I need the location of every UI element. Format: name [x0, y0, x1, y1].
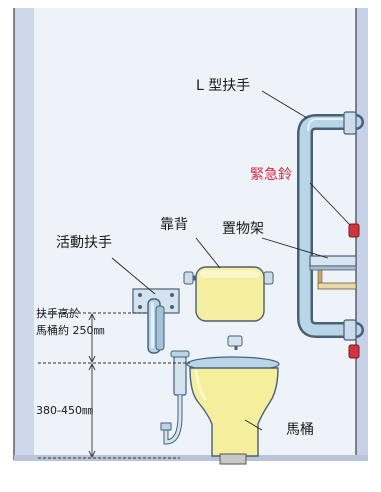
handrail-height-label-line1: 扶手高於	[36, 307, 80, 320]
flush-valve	[160, 335, 243, 445]
l-handrail-label: L 型扶手	[196, 78, 251, 94]
leader-lines	[111, 90, 351, 431]
toilet-label: 馬桶	[286, 422, 314, 438]
emergency-bell-icon	[348, 223, 360, 359]
l-handrail-icon	[297, 111, 364, 341]
left-wall	[14, 8, 34, 458]
emergency-bell-label: 緊急鈴	[250, 167, 292, 183]
floor	[14, 455, 368, 461]
movable-handrail-icon	[132, 288, 180, 354]
movable-handrail-label: 活動扶手	[56, 235, 112, 251]
seat-height-label: 380-450㎜	[36, 404, 93, 417]
dimension-lines	[38, 312, 190, 459]
shelf-label: 置物架	[222, 221, 264, 237]
backrest-label: 靠背	[160, 217, 188, 233]
shelf-icon	[309, 255, 357, 290]
handrail-height-label-line2: 馬桶約 250㎜	[36, 324, 105, 337]
backrest-icon	[183, 266, 274, 322]
toilet-icon	[186, 356, 280, 465]
